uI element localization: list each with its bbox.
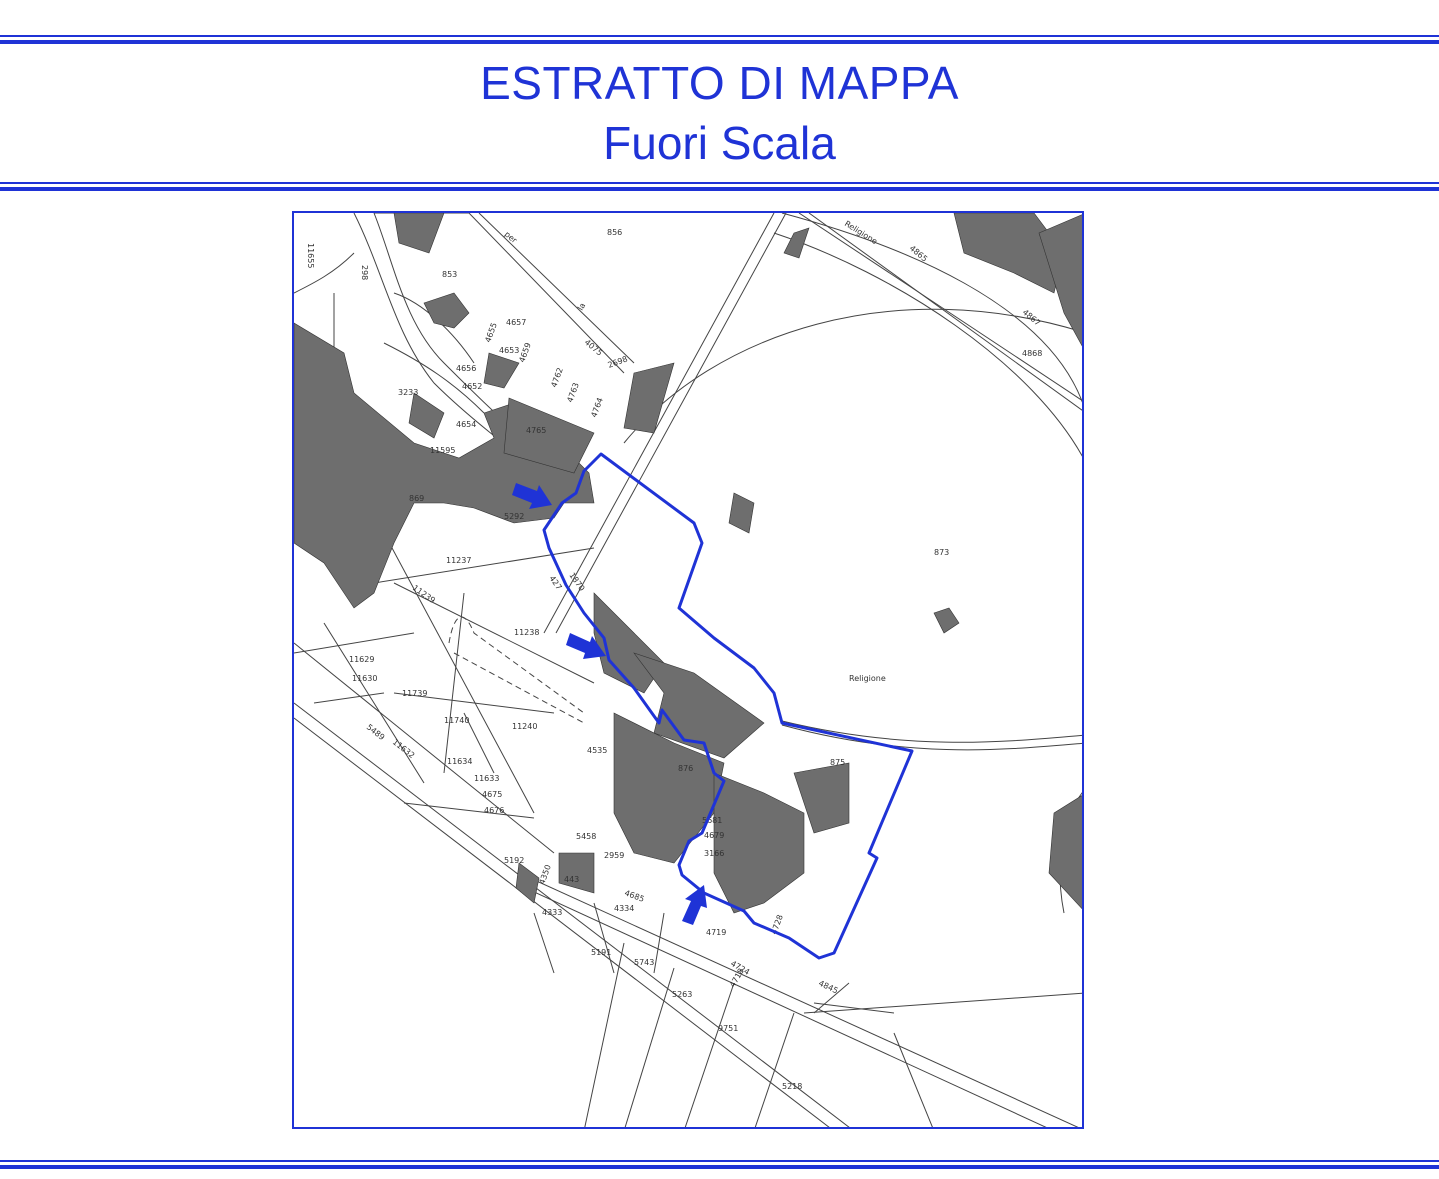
parcel-label: 4075	[583, 338, 604, 358]
arrow-icon	[682, 885, 707, 925]
parcel-label: 4333	[542, 908, 562, 917]
parcel-label: 3233	[398, 388, 418, 397]
parcel-label: 11632	[391, 737, 417, 760]
parcel-label: 5292	[504, 512, 524, 521]
parcel-label: 11240	[512, 722, 537, 731]
parcel-label: 4845	[817, 979, 839, 996]
parcel-label: 853	[442, 270, 457, 279]
parcel-label: 4652	[462, 382, 482, 391]
parcel-label: 876	[678, 764, 693, 773]
bottom-double-rule	[0, 1160, 1439, 1169]
street-label: la	[576, 301, 587, 312]
parcel-label: 4659	[517, 341, 532, 363]
parcel-label: 4685	[623, 888, 645, 903]
parcel-label: 5191	[591, 948, 611, 957]
parcel-label: 11740	[444, 716, 469, 725]
parcel-label: 2698	[607, 354, 629, 369]
parcel-label: 443	[564, 875, 579, 884]
parcel-label: 298	[360, 265, 369, 280]
parcel-label: 4764	[589, 396, 604, 418]
street-label: per	[503, 230, 520, 246]
middle-double-rule	[0, 182, 1439, 191]
parcel-label: 11239	[411, 583, 437, 605]
parcel-label: 11237	[446, 556, 471, 565]
pointer-arrows	[512, 483, 707, 925]
parcel-label: 4654	[456, 420, 476, 429]
arrow-icon	[566, 633, 606, 659]
parcel-label: 4718	[728, 967, 746, 989]
parcel-label: 4676	[484, 806, 504, 815]
parcel-label: 5192	[504, 856, 524, 865]
parcel-label: 5489	[365, 722, 387, 742]
parcel-label: 4675	[482, 790, 502, 799]
parcel-label: 5218	[782, 1082, 802, 1091]
parcel-label: 4762	[549, 366, 564, 388]
parcel-label: 11595	[430, 446, 455, 455]
parcel-label: 3166	[704, 849, 724, 858]
parcel-label: 11634	[447, 757, 472, 766]
parcel-label: 11739	[402, 689, 427, 698]
parcel-label: 4763	[565, 381, 580, 403]
parcel-label: 869	[409, 494, 424, 503]
property-boundary	[542, 452, 914, 960]
parcel-label: 11633	[474, 774, 499, 783]
page-title: ESTRATTO DI MAPPA	[480, 57, 959, 109]
parcel-label: 4868	[1022, 349, 1042, 358]
map-svg: 856 853 11655 298 3233 4657 4655 4653 46…	[294, 213, 1082, 1127]
parcel-label: 4765	[526, 426, 546, 435]
parcel-label: 5743	[634, 958, 654, 967]
parcel-label: 4719	[706, 928, 726, 937]
parcel-label: 11630	[352, 674, 377, 683]
parcel-label: 4655	[483, 321, 498, 343]
street-label: Religione	[849, 674, 886, 683]
parcel-label: 856	[607, 228, 622, 237]
parcel-label: 4350	[537, 863, 552, 885]
building-blocks	[294, 213, 1082, 914]
parcel-label: 5263	[672, 990, 692, 999]
cadastral-map: 856 853 11655 298 3233 4657 4655 4653 46…	[292, 211, 1084, 1129]
parcel-label: 873	[934, 548, 949, 557]
parcel-lines	[294, 213, 1082, 1127]
parcel-label: 5458	[576, 832, 596, 841]
parcel-label: 11629	[349, 655, 374, 664]
parcel-label: 11655	[306, 243, 315, 268]
parcel-label: 4656	[456, 364, 476, 373]
parcel-label: 4653	[499, 346, 519, 355]
parcel-label: 5681	[702, 816, 722, 825]
parcel-label: 4535	[587, 746, 607, 755]
parcel-label: 9751	[718, 1024, 738, 1033]
parcel-label: 2959	[604, 851, 624, 860]
top-double-rule	[0, 35, 1439, 44]
parcel-label: 875	[830, 758, 845, 767]
parcel-label: 4334	[614, 904, 634, 913]
arrow-icon	[512, 483, 552, 509]
parcel-label: 4679	[704, 831, 724, 840]
parcel-label: 11238	[514, 628, 539, 637]
parcel-label: 4657	[506, 318, 526, 327]
page-subtitle: Fuori Scala	[603, 117, 836, 169]
